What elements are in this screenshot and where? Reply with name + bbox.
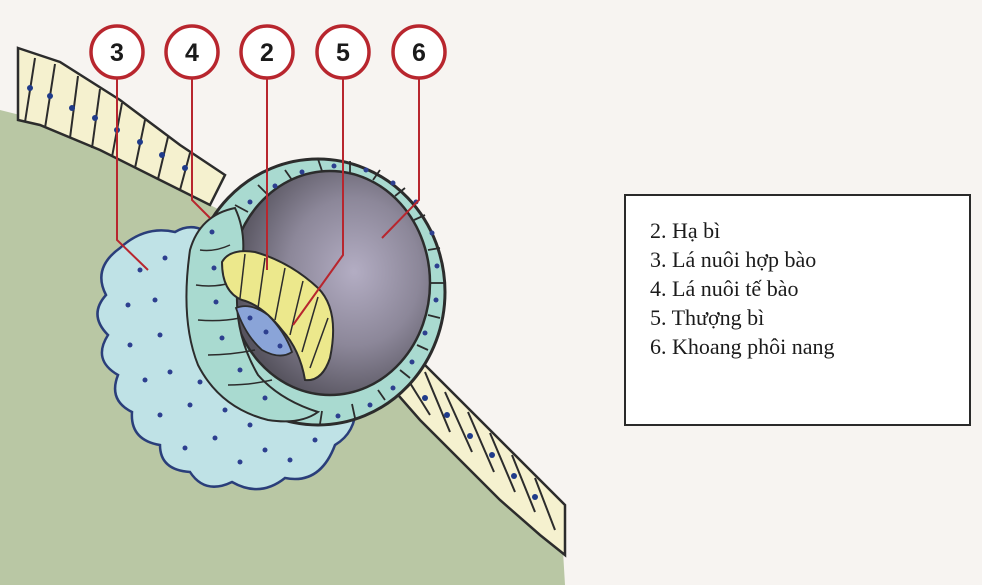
callout-3: 3 xyxy=(89,24,145,80)
legend-item-epiblast: 5. Thượng bì xyxy=(650,305,765,330)
callout-5: 5 xyxy=(315,24,371,80)
callout-4: 4 xyxy=(164,24,220,80)
uterine-epithelium-left xyxy=(16,46,227,207)
leader-lines xyxy=(116,78,420,326)
leader-line-4 xyxy=(191,78,211,219)
epiblast xyxy=(234,305,294,357)
cytotrophoblast-nuclei xyxy=(247,163,440,419)
leader-line-5 xyxy=(292,78,344,326)
leader-line-6 xyxy=(381,78,420,239)
callout-6: 6 xyxy=(391,24,447,80)
legend-item-blastocyst-cavity: 6. Khoang phôi nang xyxy=(650,334,835,359)
cytotrophoblast-cells xyxy=(234,158,444,425)
svg-text:2: 2 xyxy=(260,39,274,67)
legend-item-syncytiotrophoblast: 3. Lá nuôi hợp bào xyxy=(650,247,817,272)
svg-text:5: 5 xyxy=(336,39,350,67)
callout-2: 2 xyxy=(239,24,295,80)
inner-cytotrophoblast-mass xyxy=(185,206,321,423)
hypoblast xyxy=(220,250,335,382)
legend-item-cytotrophoblast: 4. Lá nuôi tế bào xyxy=(650,276,799,301)
legend-item-hypoblast: 2. Hạ bì xyxy=(650,218,721,243)
leader-line-3 xyxy=(116,78,149,271)
uterine-epithelium-right xyxy=(383,358,567,558)
svg-text:4: 4 xyxy=(185,39,199,67)
svg-text:3: 3 xyxy=(110,39,124,67)
legend-box: 2. Hạ bì 3. Lá nuôi hợp bào 4. Lá nuôi t… xyxy=(624,194,971,426)
svg-text:6: 6 xyxy=(412,39,426,67)
